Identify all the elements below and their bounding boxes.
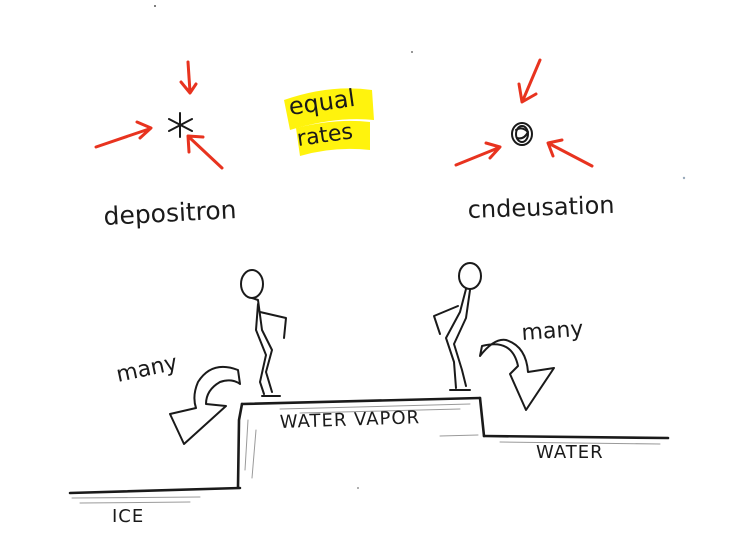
- water-vapor-label: WATER VAPOR: [279, 407, 420, 433]
- arrow-down-icon: [179, 60, 198, 95]
- arrow-right-icon: [454, 141, 502, 167]
- condensation-label: cndeusation: [467, 191, 615, 224]
- shading-hatch: [71, 403, 661, 504]
- deposition-arrows: [94, 60, 224, 170]
- ice-crystal-icon: [168, 112, 193, 138]
- arrow-down-icon: [517, 58, 542, 104]
- water-label: WATER: [536, 442, 604, 463]
- molecule-person-left-icon: [240, 269, 287, 397]
- pen-specks: [154, 5, 686, 489]
- highlight-mark: [284, 88, 374, 130]
- molecule-person-right-icon: [433, 262, 482, 391]
- curved-arrow-left-icon: [169, 366, 241, 445]
- curved-arrow-right-icon: [479, 338, 555, 411]
- ice-label: ICE: [112, 506, 144, 527]
- arrow-left-icon: [546, 138, 594, 168]
- condensation-arrows: [454, 58, 594, 168]
- highlight-mark-lower: [296, 120, 370, 156]
- equal-rates-note: equal rates: [284, 84, 374, 156]
- energy-step-lines: [68, 396, 670, 495]
- arrow-right-icon: [94, 120, 153, 149]
- many-left-label: many: [114, 351, 180, 388]
- deposition-label: depositron: [103, 195, 237, 231]
- arrow-up-left-icon: [186, 134, 224, 170]
- many-right-label: many: [521, 317, 584, 346]
- water-droplet-icon: [511, 122, 533, 146]
